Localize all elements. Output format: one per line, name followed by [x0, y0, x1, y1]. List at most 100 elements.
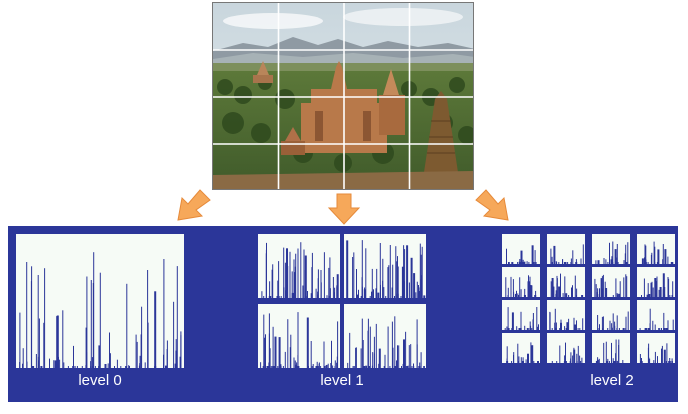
histogram-bar [603, 258, 605, 264]
histogram-bar [327, 363, 329, 368]
histogram-bar [507, 287, 509, 297]
histogram-level-2-cell [637, 300, 675, 330]
histogram-bar [99, 272, 101, 368]
histogram-bar [63, 362, 65, 368]
histogram-bar [298, 366, 300, 368]
histogram-bar [556, 361, 558, 363]
histogram-bar [657, 356, 658, 363]
histogram-bar [516, 290, 517, 297]
histogram-bar [575, 259, 577, 264]
histogram-bar [398, 345, 400, 368]
histogram-bar [657, 249, 660, 264]
histogram-bar [413, 273, 416, 298]
histogram-bar [600, 278, 603, 297]
histogram-bar [536, 307, 538, 330]
histogram-level-1-cell [258, 304, 340, 368]
histogram-bar [564, 326, 566, 330]
histogram-bar [270, 296, 272, 298]
histogram-bar [81, 366, 83, 368]
histogram-bar [551, 361, 553, 363]
histogram-bar [32, 366, 35, 368]
histogram-bars [506, 342, 539, 363]
histogram-bar [574, 328, 576, 330]
histogram-bar [507, 295, 509, 297]
histogram-bar [625, 244, 627, 264]
histogram-bar [608, 361, 610, 363]
histogram-bar [623, 277, 625, 297]
histogram-bar [524, 325, 526, 330]
histogram-bar [619, 281, 621, 297]
histogram-bar [356, 269, 357, 298]
histogram-bar [652, 287, 654, 297]
histogram-bar [416, 281, 418, 298]
histogram-bar [394, 296, 395, 298]
histogram-bar [555, 290, 558, 297]
histogram-bar [531, 285, 533, 297]
histogram-level-0 [16, 234, 184, 368]
histogram-bar [114, 366, 115, 368]
histogram-bar [276, 296, 278, 298]
histogram-bar [614, 325, 616, 330]
histogram-bar [391, 287, 393, 298]
histogram-bar [136, 341, 138, 368]
histogram-level-2-cell [547, 333, 585, 363]
histogram-bar [520, 357, 522, 363]
histogram-bar [558, 286, 561, 297]
histogram-bar [278, 337, 281, 368]
histogram-bar [641, 295, 642, 297]
histogram-bar [144, 362, 146, 368]
histogram-level-2-cell [502, 333, 540, 363]
histogram-bar [529, 276, 531, 297]
histogram-bars [551, 342, 583, 363]
histogram-bar [665, 328, 667, 330]
histogram-bar [648, 294, 651, 297]
histogram-bars [346, 240, 426, 298]
histogram-bar [643, 278, 645, 297]
histogram-bar [520, 328, 522, 330]
histogram-bar [516, 326, 518, 330]
histogram-bar [98, 366, 100, 368]
histogram-level-1-cell [258, 234, 340, 298]
histogram-bar [627, 242, 629, 264]
histogram-bar [570, 352, 572, 363]
histogram-bar [271, 269, 273, 298]
histogram-bar [666, 343, 668, 363]
histogram-bar [627, 311, 629, 330]
histogram-bar [43, 322, 45, 368]
histogram-bar [659, 328, 661, 330]
histogram-bar [295, 364, 297, 368]
histogram-bar [107, 363, 109, 368]
histogram-bar [609, 242, 610, 264]
histogram-bar [135, 334, 137, 368]
histogram-bar [565, 328, 567, 330]
histogram-bar [529, 328, 531, 330]
histogram-bar [394, 316, 396, 368]
histogram-bar [602, 289, 604, 297]
histogram-bar [577, 328, 579, 330]
histogram-bar [411, 366, 413, 368]
histogram-bar [511, 328, 513, 330]
histogram-bar [73, 345, 74, 368]
histogram-bar [522, 259, 524, 264]
histogram-bar [306, 317, 309, 368]
histogram-bar [518, 295, 519, 297]
histogram-bar [553, 245, 556, 264]
histogram-bar [423, 366, 425, 368]
histogram-bar [262, 366, 264, 368]
histogram-bar [528, 262, 530, 264]
histogram-bar [295, 253, 297, 298]
histogram-bar [573, 347, 575, 363]
histogram-bar [528, 275, 529, 297]
histogram-bar [404, 249, 406, 298]
histogram-bar [615, 353, 617, 363]
histogram-bar [535, 262, 537, 264]
histogram-bar [611, 256, 613, 264]
histogram-bar [659, 287, 662, 297]
histogram-level-2-cell [592, 267, 630, 297]
arrow-down-left-icon [177, 189, 211, 221]
histogram-bar [601, 316, 603, 330]
histogram-bar [76, 366, 78, 368]
histogram-bar [564, 276, 566, 297]
histogram-bar [355, 347, 357, 368]
histogram-bar [74, 366, 76, 368]
